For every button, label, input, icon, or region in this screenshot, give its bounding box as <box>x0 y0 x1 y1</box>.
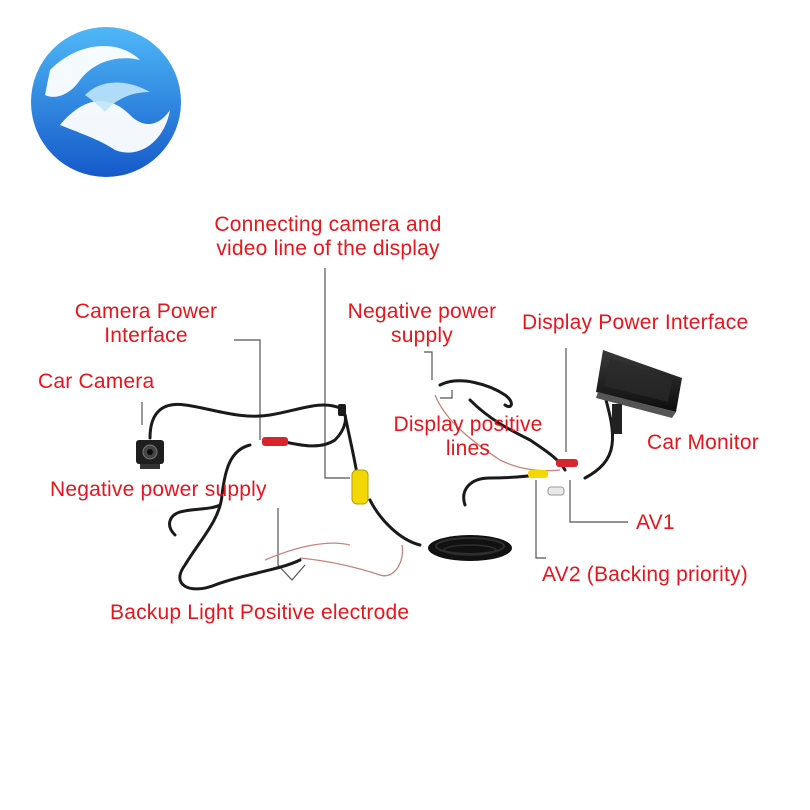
cable-monitor <box>583 398 614 480</box>
label-av1: AV1 <box>636 511 675 534</box>
car-monitor-icon <box>596 350 682 434</box>
label-negative-supply-left: Negative power supply <box>50 478 267 501</box>
label-video-line: Connecting camera and video line of the … <box>214 213 442 260</box>
cable-camera <box>148 402 347 448</box>
rca-av1-white <box>547 486 565 496</box>
label-backup-light: Backup Light Positive electrode <box>110 601 410 624</box>
leader-camera-power <box>234 339 261 440</box>
leader-lines <box>141 268 628 581</box>
leader-display-positive <box>440 390 453 399</box>
cable-video-mid <box>368 498 422 547</box>
car-camera-icon <box>136 440 164 469</box>
label-camera-power: Camera Power Interface <box>74 300 218 347</box>
connector-camera-power <box>262 437 288 446</box>
label-display-positive: Display positive lines <box>393 413 543 460</box>
cable-video-right <box>462 472 547 507</box>
wire-backup-split <box>264 542 351 561</box>
connectors <box>262 404 578 505</box>
cable-camera-power <box>178 443 302 591</box>
label-car-camera: Car Camera <box>38 370 155 393</box>
leader-av1 <box>569 480 628 523</box>
cable-negative-right <box>438 379 513 409</box>
cable-coil <box>428 535 512 561</box>
leader-av2 <box>535 480 546 559</box>
leader-video-line <box>324 268 350 479</box>
wire-backup-positive <box>299 544 404 577</box>
rca-av2-yellow <box>528 470 548 478</box>
rca-video-yellow <box>351 469 369 505</box>
connector-black <box>338 404 346 416</box>
label-display-power: Display Power Interface <box>522 311 749 334</box>
rca-display-power-red <box>556 459 578 467</box>
label-av2: AV2 (Backing priority) <box>542 563 748 586</box>
leader-negative-right <box>424 351 433 380</box>
leader-backup-light <box>277 508 306 581</box>
brand-logo-icon <box>31 27 181 177</box>
label-car-monitor: Car Monitor <box>647 431 759 454</box>
label-negative-supply-right: Negative power supply <box>347 300 497 347</box>
cable-negative-left <box>168 503 222 537</box>
